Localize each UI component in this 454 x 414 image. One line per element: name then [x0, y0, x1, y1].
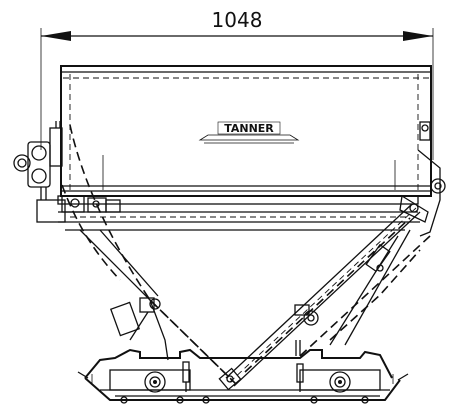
dimension-value: 1048: [212, 8, 263, 32]
dimension-group: 1048: [40, 8, 434, 160]
dashed-arm-left: [69, 124, 231, 379]
wheel-right-icon: [329, 371, 351, 393]
arrowhead-left: [41, 31, 71, 41]
left-valve-assembly: [13, 121, 121, 223]
main-box: [57, 65, 432, 231]
logo: TANNER: [198, 121, 300, 144]
pivot-wheel-icon: [430, 178, 446, 194]
logo-text: TANNER: [224, 122, 274, 135]
scissor-pivot-icon: [303, 310, 319, 326]
right-hinge-assembly: [399, 121, 446, 237]
left-support: [79, 229, 169, 361]
scissor-arms: [61, 124, 431, 387]
wheel-left-icon: [144, 371, 166, 393]
base-chassis: [77, 348, 409, 404]
base-pivot-block: [218, 367, 242, 391]
base-top-profile: [84, 348, 393, 379]
solid-arm-right: [225, 203, 413, 379]
handwheel-icon: [13, 154, 31, 172]
arrowhead-right: [403, 31, 433, 41]
base-bottom-profile: [84, 377, 401, 401]
